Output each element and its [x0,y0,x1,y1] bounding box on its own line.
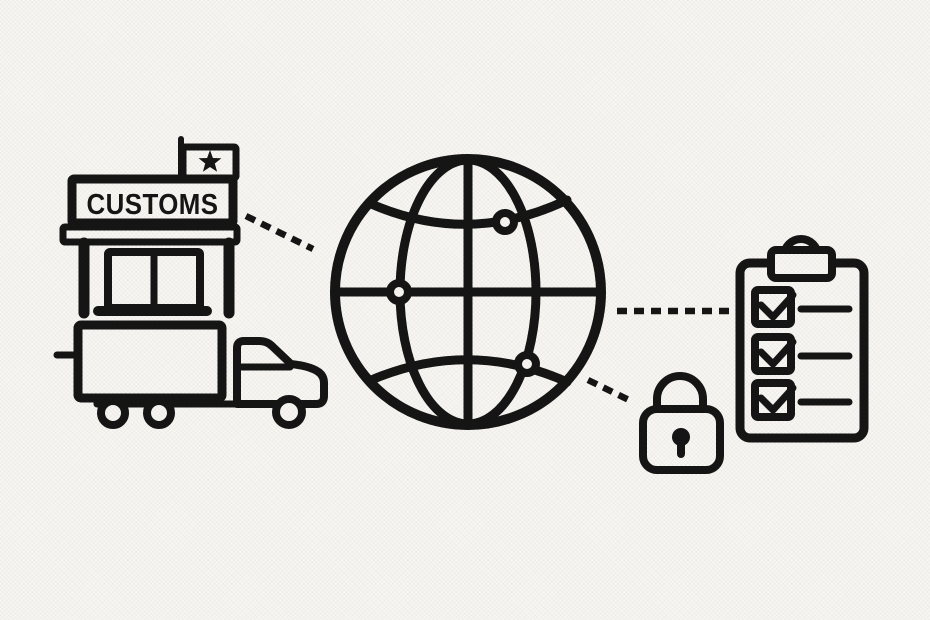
checklist-row [751,379,853,421]
star-icon [198,150,222,172]
globe-latitude-bottom [364,355,572,387]
connector-customs-globe [244,213,315,252]
check-mark-icon [757,338,797,368]
checklist-row [751,286,853,328]
clipboard-clip [767,246,836,282]
truck-wheel-front [272,395,306,429]
customs-sign-label: CUSTOMS [87,189,219,221]
customs-booth-icon: CUSTOMS [59,136,241,319]
check-mark-icon [757,384,797,414]
network-node-bottom [514,351,540,377]
clipboard-checklist-icon [735,235,869,443]
checkbox-checked [751,333,795,375]
truck-cargo-box [73,320,227,403]
truck-wheel-rear-2 [143,397,175,429]
network-node-top [492,209,518,235]
padlock-shackle [653,372,707,415]
connectors [244,213,731,405]
customs-sign [67,174,238,228]
check-mark-icon [757,291,797,321]
keyhole [672,428,690,446]
globe-network-icon [330,154,606,430]
network-node-left [386,279,412,305]
checkbox-checked [751,379,795,421]
padlock-icon [639,372,724,474]
checklist-row [751,333,853,375]
booth-ledge [59,223,241,246]
connector-globe-padlock [586,377,635,405]
checkbox-checked [751,286,795,328]
truck-icon [53,320,328,429]
truck-cab [233,337,328,408]
truck-wheel-rear-1 [97,397,129,429]
globe-latitude-top [364,195,572,229]
